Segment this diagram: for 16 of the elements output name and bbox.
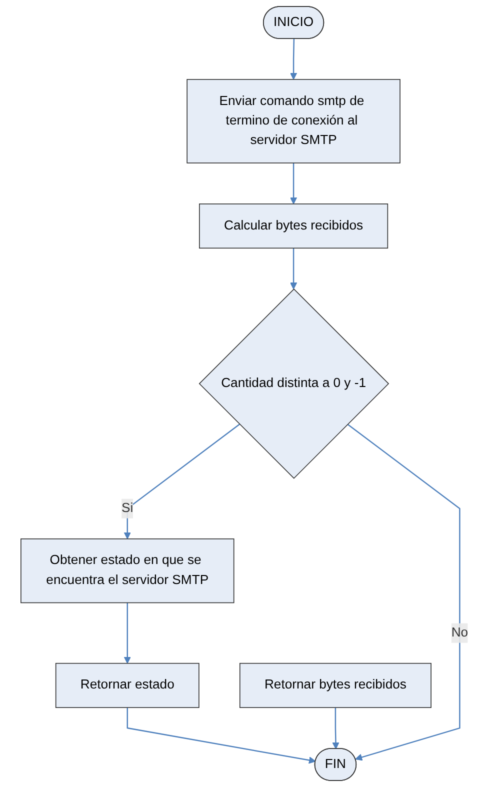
node-box: Retornar estado [55,662,200,708]
arrow [290,38,298,80]
node-diamond: Cantidad distinta a 0 y -1 [198,288,390,479]
edge-label: No [451,626,468,640]
arrow [347,424,460,761]
arrow [124,602,131,664]
arrow [290,162,298,204]
edge-label: Si [122,501,134,516]
arrow [332,708,340,750]
arrow [124,424,240,540]
arrow [126,708,316,764]
node-box: Enviar comando smtp de termino de conexión al servidor SMTP [186,79,400,164]
arrow [290,248,298,290]
node-box: Obtener estado en que se encuentra el servidor SMTP [20,538,234,604]
node-box: Calcular bytes recibidos [199,204,388,249]
node-box: Retornar bytes recibidos [239,662,432,708]
